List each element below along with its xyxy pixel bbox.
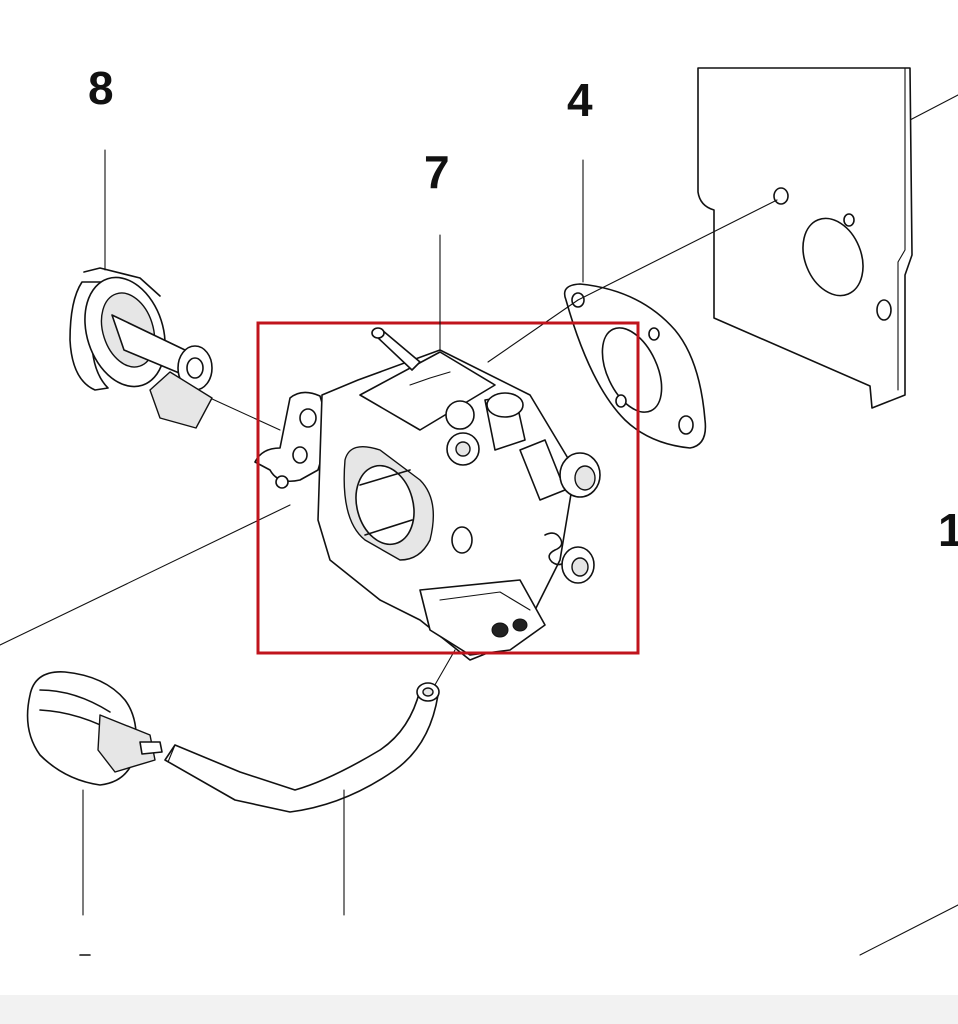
gasket-part-4 bbox=[563, 283, 707, 449]
fuel-filter bbox=[26, 671, 163, 786]
callout-7: 7 bbox=[424, 146, 450, 198]
engine-plate bbox=[697, 67, 913, 409]
callout-4: 4 bbox=[567, 74, 593, 126]
callout-leaders bbox=[82, 149, 584, 916]
callout-8: 8 bbox=[88, 62, 114, 114]
assembly-leader-lines bbox=[209, 199, 778, 691]
bottom-strip bbox=[0, 995, 958, 1024]
reference-lines bbox=[0, 94, 958, 956]
primer-part-8 bbox=[69, 267, 213, 429]
carburetor-part-7 bbox=[254, 327, 601, 661]
fuel-line bbox=[164, 682, 440, 813]
highlight-box bbox=[256, 321, 640, 655]
callout-1-partial: 1 bbox=[938, 504, 958, 556]
